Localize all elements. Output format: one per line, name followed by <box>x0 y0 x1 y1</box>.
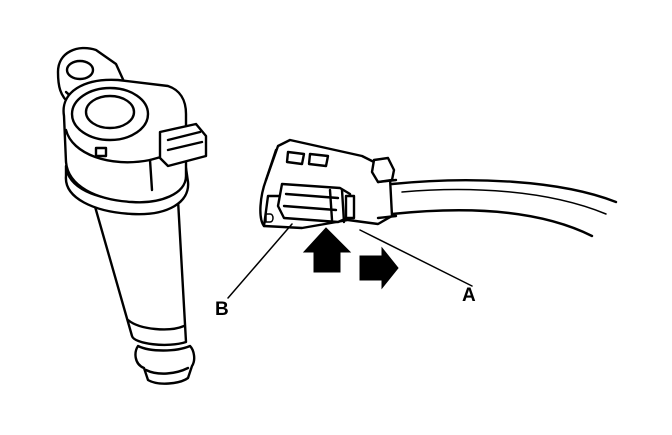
coil-connector-socket <box>158 122 208 168</box>
lock-release-tab <box>344 194 356 220</box>
coil-boot <box>90 194 188 347</box>
connector-window <box>285 150 306 166</box>
callout-label-a: A <box>462 285 476 306</box>
connector-window <box>307 152 330 168</box>
coil-boot-tip <box>134 344 196 385</box>
push-up-arrow <box>302 227 352 273</box>
coil-mounting-hole <box>65 59 95 81</box>
coil-head <box>62 78 188 204</box>
wire-harness <box>390 178 618 204</box>
leader-line-a <box>359 229 473 287</box>
harness-connector <box>259 138 618 238</box>
ignition-coil <box>56 46 208 385</box>
slide-right-arrow <box>359 246 399 290</box>
leader-line-b <box>227 223 293 299</box>
coil-top-recess <box>70 86 150 142</box>
callout-label-b: B <box>215 299 229 320</box>
